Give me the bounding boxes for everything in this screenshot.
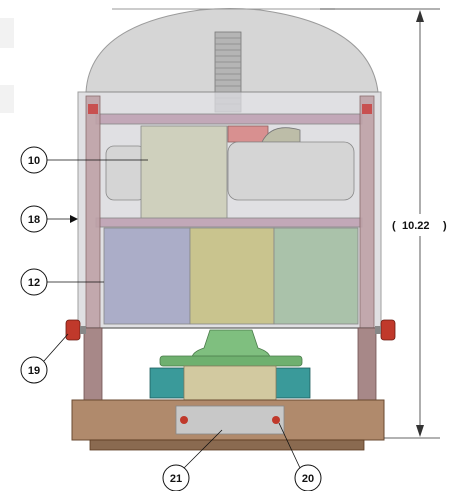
- dim-paren-open: (: [392, 220, 396, 232]
- callout-10-label: 10: [28, 155, 40, 167]
- battery-green: [273, 227, 359, 325]
- rail-cap-right: [362, 104, 372, 114]
- callout-10: 10: [20, 146, 148, 174]
- background-panel-top: [0, 18, 14, 48]
- teal-block-right: [275, 367, 311, 399]
- callout-21: 21: [162, 429, 223, 491]
- background-panel-mid: [0, 85, 14, 113]
- motor-left-shaft: [105, 145, 147, 201]
- mid-plate: [95, 217, 363, 228]
- leg-left: [83, 327, 103, 409]
- battery-blue: [103, 227, 191, 325]
- dim-paren-close: ): [443, 220, 447, 232]
- pedestal-base: [159, 355, 303, 367]
- dim-value: 10.22: [402, 220, 430, 232]
- motor-main-left: [140, 125, 228, 223]
- callout-12: 12: [20, 268, 104, 296]
- label-plate: [175, 405, 285, 435]
- dim-arrow-bottom: [416, 425, 424, 437]
- pedestal: [191, 329, 271, 359]
- callout-18-label: 18: [28, 214, 40, 226]
- callout-19: 19: [20, 333, 69, 384]
- top-plate: [95, 113, 363, 125]
- fastener-right: [375, 319, 396, 341]
- callout-18: 18: [20, 205, 78, 233]
- dim-arrow-top: [416, 10, 424, 22]
- callout-20: 20: [278, 422, 322, 491]
- callout-12-label: 12: [28, 277, 40, 289]
- callout-21-label: 21: [170, 473, 182, 485]
- teal-block-left: [149, 367, 185, 399]
- side-rail-right: [359, 95, 375, 329]
- base-foot: [89, 439, 365, 451]
- rail-cap-left: [88, 104, 98, 114]
- motor-mount: [183, 365, 277, 401]
- plate-screw-left: [180, 416, 188, 424]
- fastener-left: [65, 319, 86, 341]
- battery-yellow: [189, 227, 275, 325]
- leg-right: [357, 327, 377, 409]
- callout-20-label: 20: [302, 473, 314, 485]
- top-bracket: [227, 125, 269, 143]
- motor-main-right: [227, 141, 355, 201]
- callout-19-label: 19: [28, 365, 40, 377]
- top-pulley: [261, 127, 301, 143]
- plate-screw-right: [272, 416, 280, 424]
- side-rail-left: [85, 95, 101, 329]
